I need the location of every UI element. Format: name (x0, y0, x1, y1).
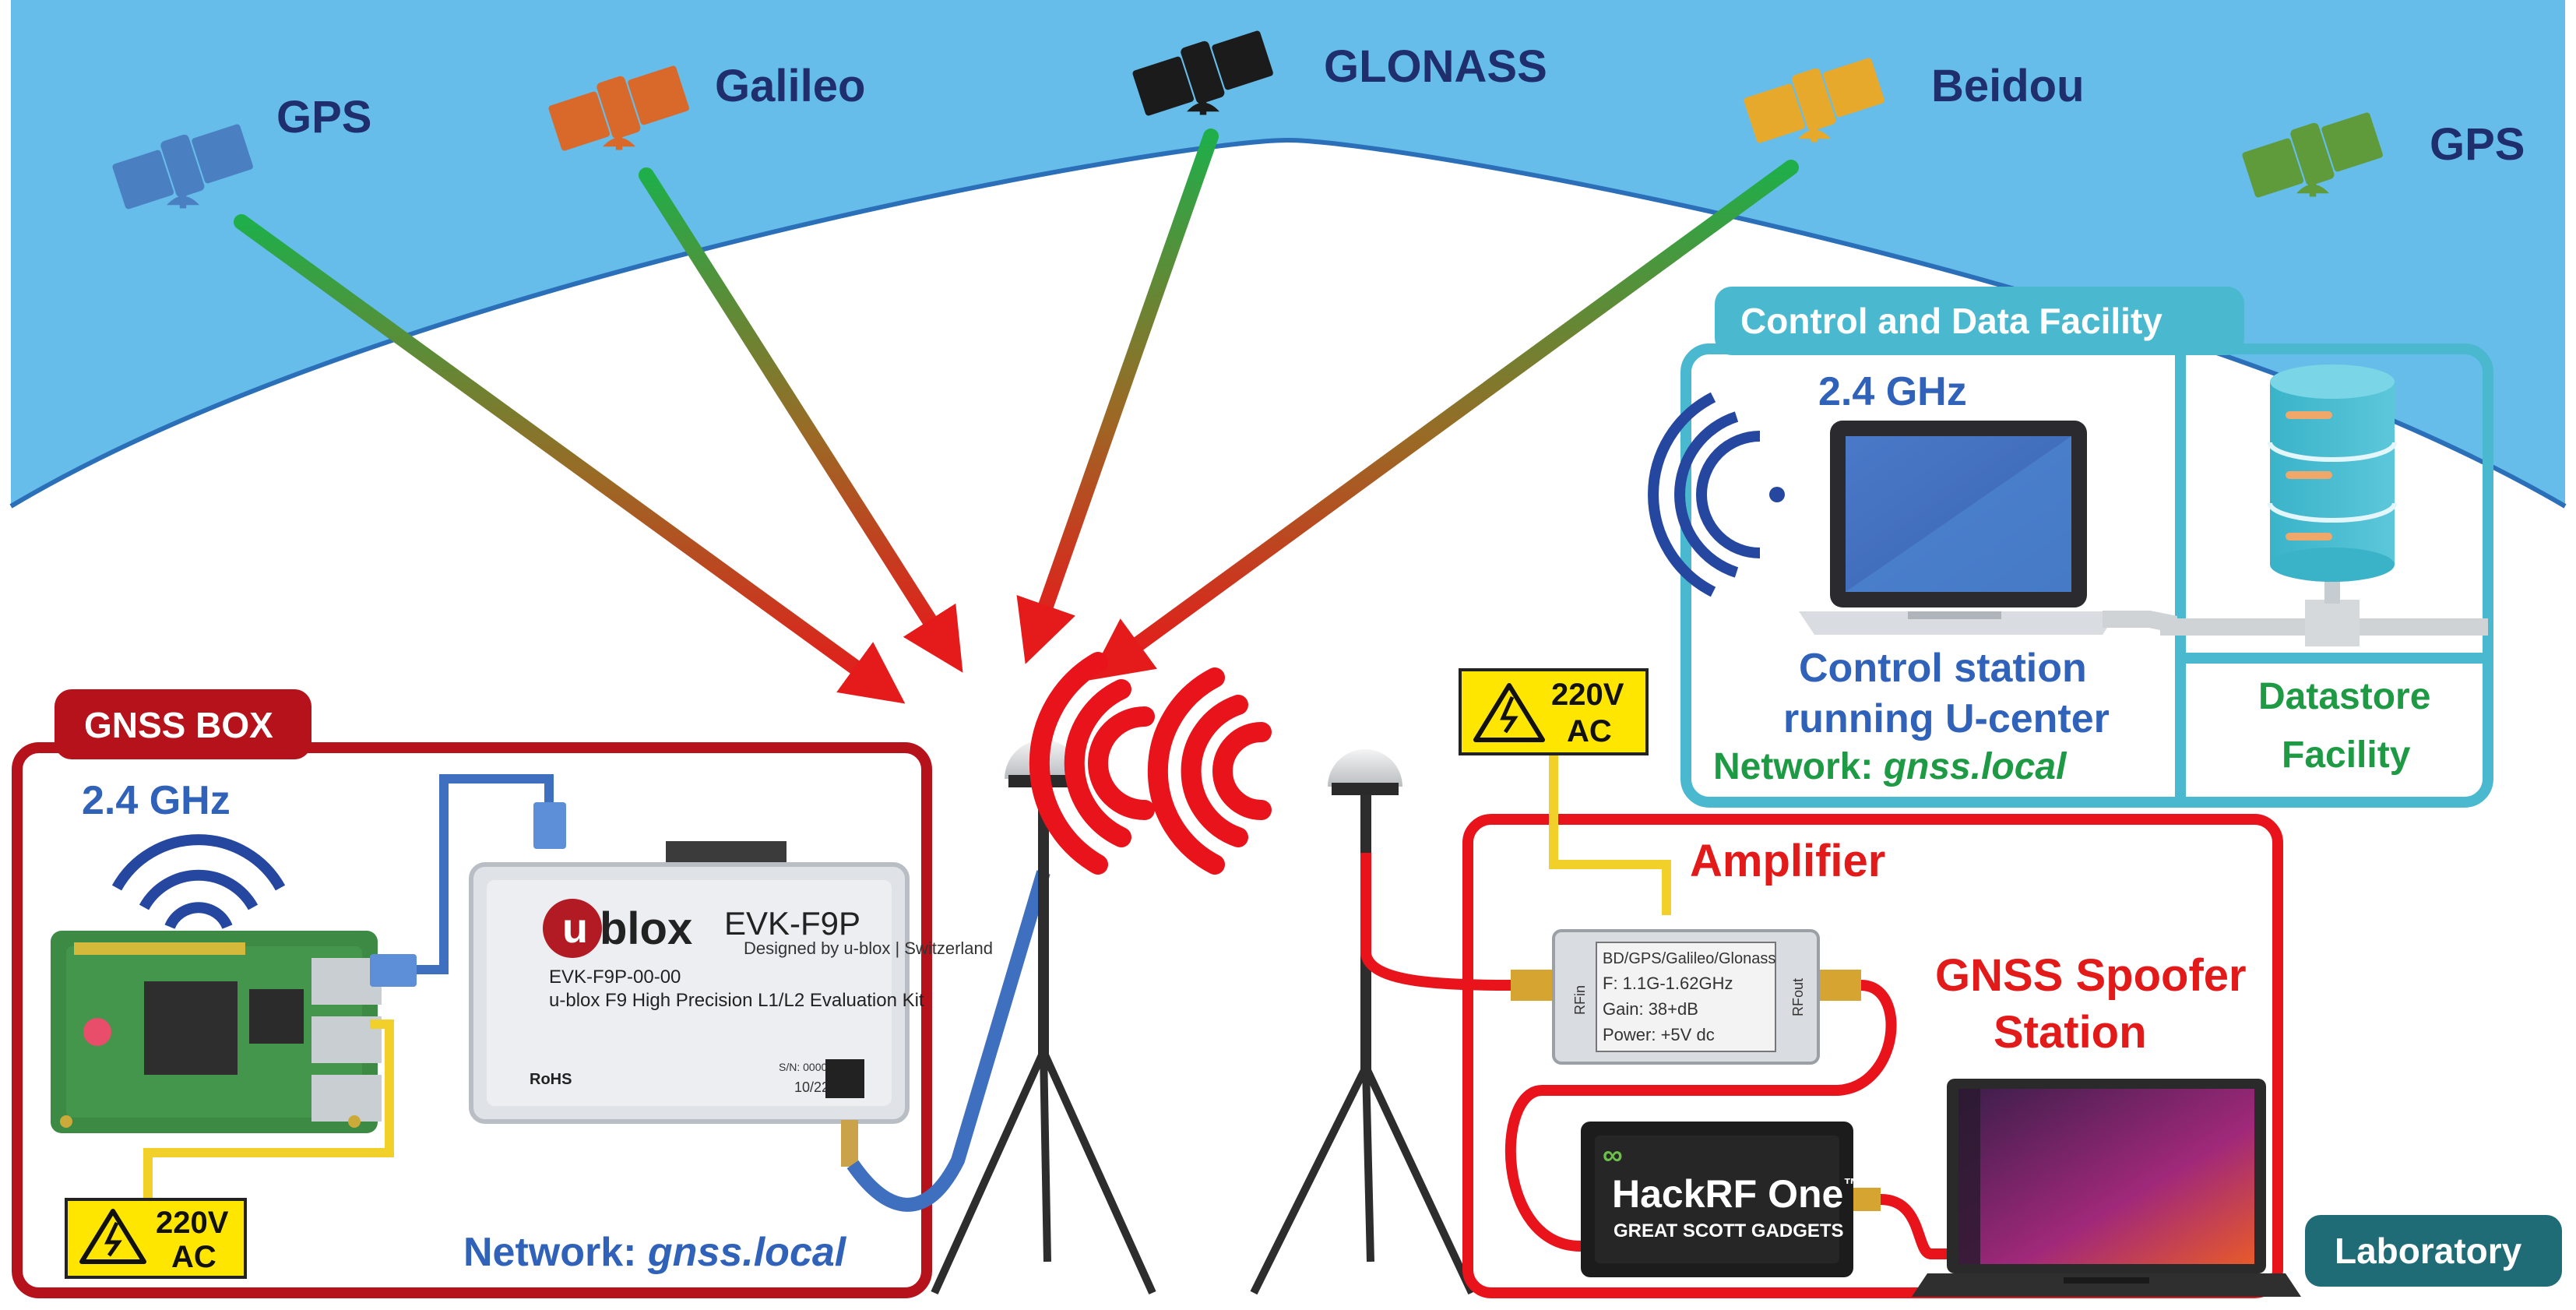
satellite-label: GLONASS (1324, 41, 1547, 92)
datastore-line2: Facility (2282, 734, 2411, 776)
evk-part: EVK-F9P-00-00 (549, 967, 681, 988)
amp-rfout: RFout (1790, 978, 1806, 1016)
gnss-box: GNSS BOX 2.4 GHz (12, 689, 993, 1298)
laptop-icon (1799, 421, 2118, 635)
usb-cable (413, 774, 554, 974)
evk-description: u-blox F9 High Precision L1/L2 Evaluatio… (549, 990, 924, 1011)
spoofer-laptop-icon (1912, 1079, 2301, 1297)
antenna-cable-red (1360, 853, 1511, 991)
signal-rays (234, 129, 1799, 704)
satellite-gps-left: GPS (111, 92, 372, 210)
ublox-logo-u: u (562, 905, 588, 952)
control-station-line2: running U-center (1783, 696, 2110, 741)
datastore-line1: Datastore (2258, 676, 2430, 717)
laboratory-tag: Laboratory (2305, 1215, 2562, 1287)
warning-sign: 220V AC (65, 1198, 247, 1279)
radio-wave-icon (1029, 652, 1272, 875)
amp-rfin: RFin (1572, 985, 1588, 1015)
spoofer-station-line1: GNSS Spoofer (1935, 950, 2247, 1001)
usb-cable (1880, 1194, 1947, 1259)
database-icon (2268, 364, 2397, 582)
amp-spec: F: 1.1G-1.62GHz (1603, 974, 1733, 993)
evk-date: 10/22 (794, 1079, 829, 1095)
satellite-galileo: Galileo (547, 61, 865, 152)
evk-model: EVK-F9P (724, 905, 860, 942)
high-voltage-icon (79, 1209, 146, 1264)
high-voltage-icon (1473, 683, 1545, 742)
signal-ray (234, 214, 906, 704)
laboratory-label: Laboratory (2335, 1231, 2522, 1271)
warning-sign: 220V AC (1459, 668, 1649, 755)
hackrf-one-device: ∞ HackRF One™ GREAT SCOTT GADGETS (1581, 1122, 1881, 1277)
gnss-antenna-transmit (1250, 749, 1476, 1295)
wifi-icon (1648, 392, 1785, 597)
control-facility-title: Control and Data Facility (1740, 301, 2163, 341)
amp-spec: Gain: 38+dB (1603, 999, 1698, 1019)
ublox-logo-text: blox (600, 903, 692, 954)
network-cable (2103, 611, 2488, 636)
evk-designed-by: Designed by u-blox | Switzerland (744, 938, 993, 958)
control-wifi-label: 2.4 GHz (1818, 369, 1967, 414)
control-data-facility: Control and Data Facility 2.4 GHz Contro… (1648, 287, 2493, 808)
signal-ray (639, 167, 963, 673)
satellite-label: Galileo (715, 61, 865, 111)
control-network: Network: gnss.local (1713, 746, 2067, 787)
gnss-network: Network: gnss.local (463, 1230, 847, 1275)
spoofer-section: 220V AC Amplifier BD/GPS/Galileo/Glonass… (1360, 668, 2562, 1298)
gnss-wifi-label: 2.4 GHz (82, 778, 231, 823)
hackrf-name: HackRF One™ (1612, 1172, 1860, 1216)
hackrf-sub: GREAT SCOTT GADGETS (1614, 1220, 1844, 1241)
satellite-label: Beidou (1931, 61, 2085, 111)
hackrf-logo-icon: ∞ (1603, 1139, 1623, 1171)
control-station-line1: Control station (1799, 646, 2087, 691)
power-line2: AC (171, 1240, 216, 1274)
amp-spec: Power: +5V dc (1603, 1025, 1715, 1044)
gnss-box-title: GNSS BOX (84, 705, 273, 745)
amplifier-title: Amplifier (1690, 836, 1885, 886)
signal-ray (1088, 160, 1799, 681)
power-cable (143, 1019, 394, 1211)
satellite-gps-right: GPS (2241, 111, 2525, 199)
satellite-beidou: Beidou (1743, 57, 2085, 144)
antenna-cable-blue (846, 870, 1050, 1212)
evk-rohs: RoHS (530, 1071, 572, 1088)
amplifier-module: BD/GPS/Galileo/Glonass F: 1.1G-1.62GHz G… (1511, 929, 1861, 1065)
satellite-label: GPS (276, 92, 372, 143)
wifi-icon (111, 834, 286, 929)
sky-background (11, 0, 2565, 506)
power-line1: 220V (156, 1206, 229, 1240)
satellite-label: GPS (2430, 119, 2525, 170)
amp-spec: BD/GPS/Galileo/Glonass (1603, 950, 1775, 967)
spoofer-station-line2: Station (1994, 1007, 2147, 1058)
gnss-antenna-receive (931, 740, 1156, 1295)
spoofer-power-line1: 220V (1551, 678, 1624, 712)
evk-f9p-receiver: u blox EVK-F9P Designed by u-blox | Swit… (469, 841, 993, 1167)
rf-cable (1505, 980, 1897, 1252)
signal-ray (1016, 129, 1219, 664)
usb-icon (533, 802, 566, 849)
satellite-glonass: GLONASS (1131, 30, 1547, 117)
qr-code-icon (825, 1059, 864, 1098)
spoofer-power-line2: AC (1567, 714, 1612, 748)
raspberry-pi-board (51, 931, 382, 1133)
power-cable (1549, 748, 1671, 915)
usb-icon (370, 954, 417, 987)
